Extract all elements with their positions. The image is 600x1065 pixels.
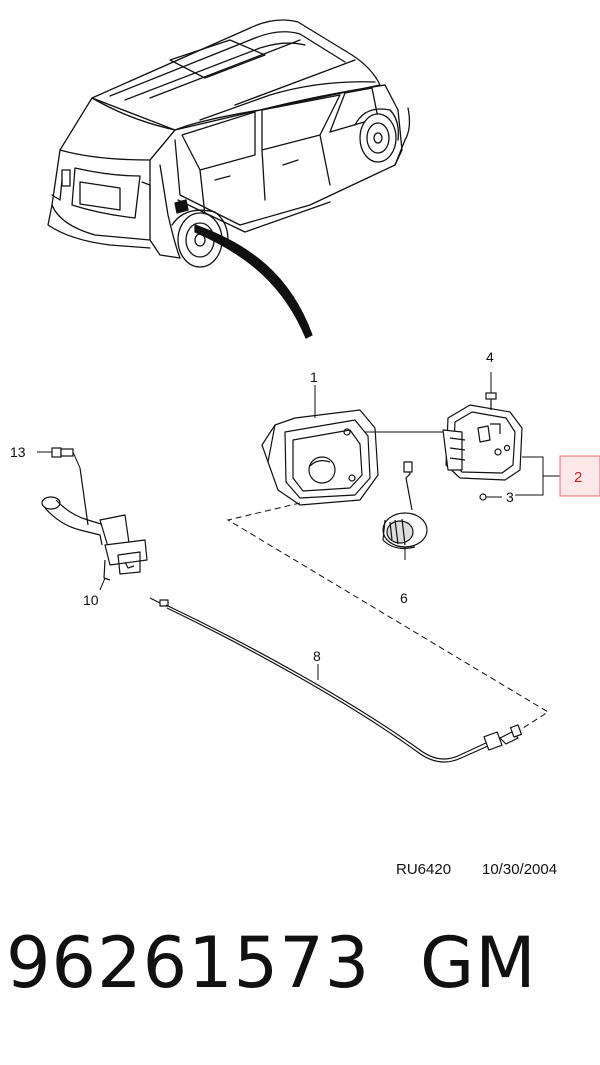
reference-date: 10/30/2004 (482, 861, 557, 878)
callout-13: 13 (10, 444, 26, 460)
part-2-fuel-door (442, 404, 523, 481)
callout-2-highlight-box (559, 455, 600, 497)
part-1-filler-housing (261, 409, 379, 506)
pointer-swoosh (194, 224, 313, 339)
part-4-bolt (485, 372, 497, 410)
callout-10: 10 (83, 592, 99, 608)
part-3-nut (479, 493, 502, 501)
callout-8: 8 (313, 648, 321, 664)
callout-6: 6 (400, 590, 408, 606)
part-number: 96261573 (6, 922, 371, 1004)
brand-name: GM (420, 922, 537, 1004)
dashed-connectors (226, 502, 549, 731)
part-13-screw (37, 447, 81, 469)
callout-1: 1 (310, 369, 318, 385)
exploded-parts-diagram: 1 2 3 4 6 8 10 13 RU6420 10/30/2004 (10, 19, 600, 878)
callout-4: 4 (486, 349, 494, 365)
callout-2: 2 (574, 469, 582, 486)
part-8-release-cable (149, 597, 523, 763)
reference-code: RU6420 (396, 861, 451, 878)
callout-3: 3 (506, 489, 514, 505)
part-10-release-lever (41, 467, 148, 581)
part-6-fuel-cap (382, 461, 428, 550)
callout-2-bracket (515, 456, 560, 496)
car-illustration (47, 19, 411, 268)
